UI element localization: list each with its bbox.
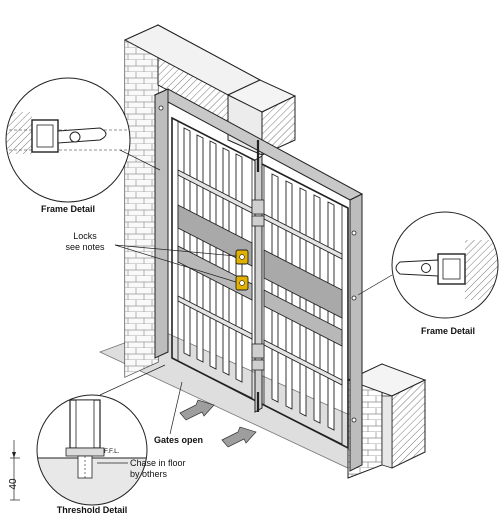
gates-open-label: Gates open [154, 435, 203, 445]
meeting-stile [251, 140, 265, 413]
frame-detail-left-label: Frame Detail [41, 204, 95, 214]
lock-upper [235, 249, 249, 265]
dimension-label: 40 [8, 478, 19, 490]
gates-open-arrows: Gates open [154, 381, 257, 448]
frame-detail-right-label: Frame Detail [421, 326, 475, 336]
frame-detail-right: Frame Detail [357, 211, 499, 336]
threshold-detail-label: Threshold Detail [57, 505, 128, 515]
locks-label-line1: Locks [73, 231, 97, 241]
dimension-40: 40 [8, 440, 20, 501]
open-direction-arrow-icon [221, 426, 257, 448]
open-direction-arrow-icon [179, 399, 215, 421]
ffl-label: F.F.L. [104, 448, 120, 455]
chase-label-line1: Chase in floor [130, 458, 186, 468]
locks-label-line2: see notes [65, 242, 105, 252]
lock-lower [235, 275, 249, 291]
left-brick-pier [123, 24, 297, 378]
gate-leaf-left [171, 116, 259, 404]
gate-leaf-right [257, 160, 349, 450]
chase-label-line2: by others [130, 469, 168, 479]
frame-detail-left: Frame Detail [5, 77, 161, 214]
locks-callout: Locks see notes [65, 231, 237, 283]
